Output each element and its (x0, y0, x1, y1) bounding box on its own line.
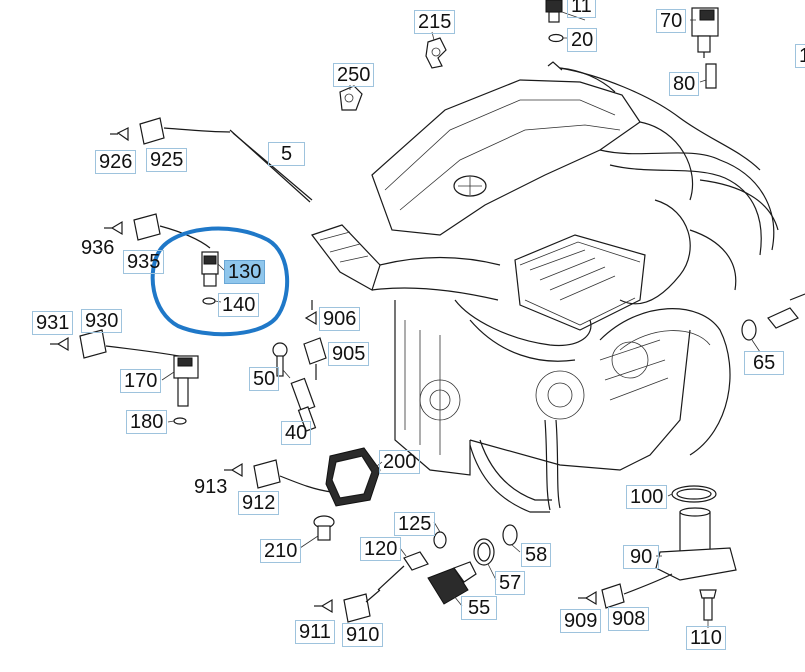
callout-905[interactable]: 905 (328, 342, 370, 366)
part-130-sensor (201, 251, 219, 305)
callout-210[interactable]: 210 (260, 539, 302, 563)
callout-125[interactable]: 125 (394, 512, 436, 536)
part-215-bracket (425, 37, 447, 69)
leader-lines (161, 11, 761, 628)
part-935-connector (104, 213, 211, 249)
callout-140[interactable]: 140 (218, 293, 260, 317)
part-210-bolt (313, 515, 335, 541)
callout-100[interactable]: 100 (626, 485, 668, 509)
callout-65[interactable]: 65 (744, 351, 785, 375)
callout-70[interactable]: 70 (656, 9, 687, 33)
callout-908[interactable]: 908 (608, 607, 650, 631)
callout-130-highlighted[interactable]: 130 (224, 260, 266, 284)
callout-931[interactable]: 931 (32, 311, 74, 335)
callout-40[interactable]: 40 (281, 421, 312, 445)
part-925-connector (110, 117, 313, 203)
callout-913[interactable]: 913 (194, 476, 228, 498)
callout-935[interactable]: 935 (123, 250, 165, 274)
part-905-connector (303, 300, 327, 380)
part-200-module (224, 447, 381, 507)
callout-911[interactable]: 911 (295, 620, 335, 644)
callout-50[interactable]: 50 (249, 367, 280, 391)
callout-912[interactable]: 912 (238, 491, 280, 515)
part-910-connector (314, 589, 381, 623)
callout-11[interactable]: 11 (567, 0, 596, 18)
callout-20[interactable]: 20 (567, 28, 598, 52)
part-90-filter-housing (578, 485, 737, 621)
callout-926[interactable]: 926 (95, 150, 137, 174)
callout-5[interactable]: 5 (268, 142, 306, 166)
part-250-sensor (339, 85, 363, 111)
callout-58[interactable]: 58 (521, 543, 552, 567)
callout-909[interactable]: 909 (560, 609, 602, 633)
callout-57[interactable]: 57 (495, 571, 526, 595)
part-11-sensor (545, 0, 564, 43)
part-65-seal (741, 293, 805, 341)
callout-90[interactable]: 90 (623, 545, 660, 569)
callout-110[interactable]: 110 (686, 626, 726, 650)
callout-180[interactable]: 180 (126, 410, 168, 434)
callout-170[interactable]: 170 (120, 369, 162, 393)
callout-936[interactable]: 936 (81, 237, 115, 259)
part-50-bolt (272, 342, 288, 377)
callout-200[interactable]: 200 (379, 450, 421, 474)
callout-925[interactable]: 925 (146, 148, 188, 172)
callout-1[interactable]: 1 (795, 44, 805, 68)
callout-910[interactable]: 910 (342, 623, 384, 647)
part-55-sensor (427, 524, 518, 605)
callout-906[interactable]: 906 (319, 307, 361, 331)
highlight-circle (150, 226, 290, 337)
callout-215[interactable]: 215 (414, 10, 456, 34)
callout-930[interactable]: 930 (81, 309, 123, 333)
callout-80[interactable]: 80 (669, 72, 700, 96)
callout-55[interactable]: 55 (461, 596, 498, 620)
callout-250[interactable]: 250 (333, 63, 375, 87)
callout-120[interactable]: 120 (360, 537, 402, 561)
part-70-sensor (691, 7, 719, 89)
part-170-sensor (50, 329, 199, 425)
engine-assembly (311, 61, 779, 513)
